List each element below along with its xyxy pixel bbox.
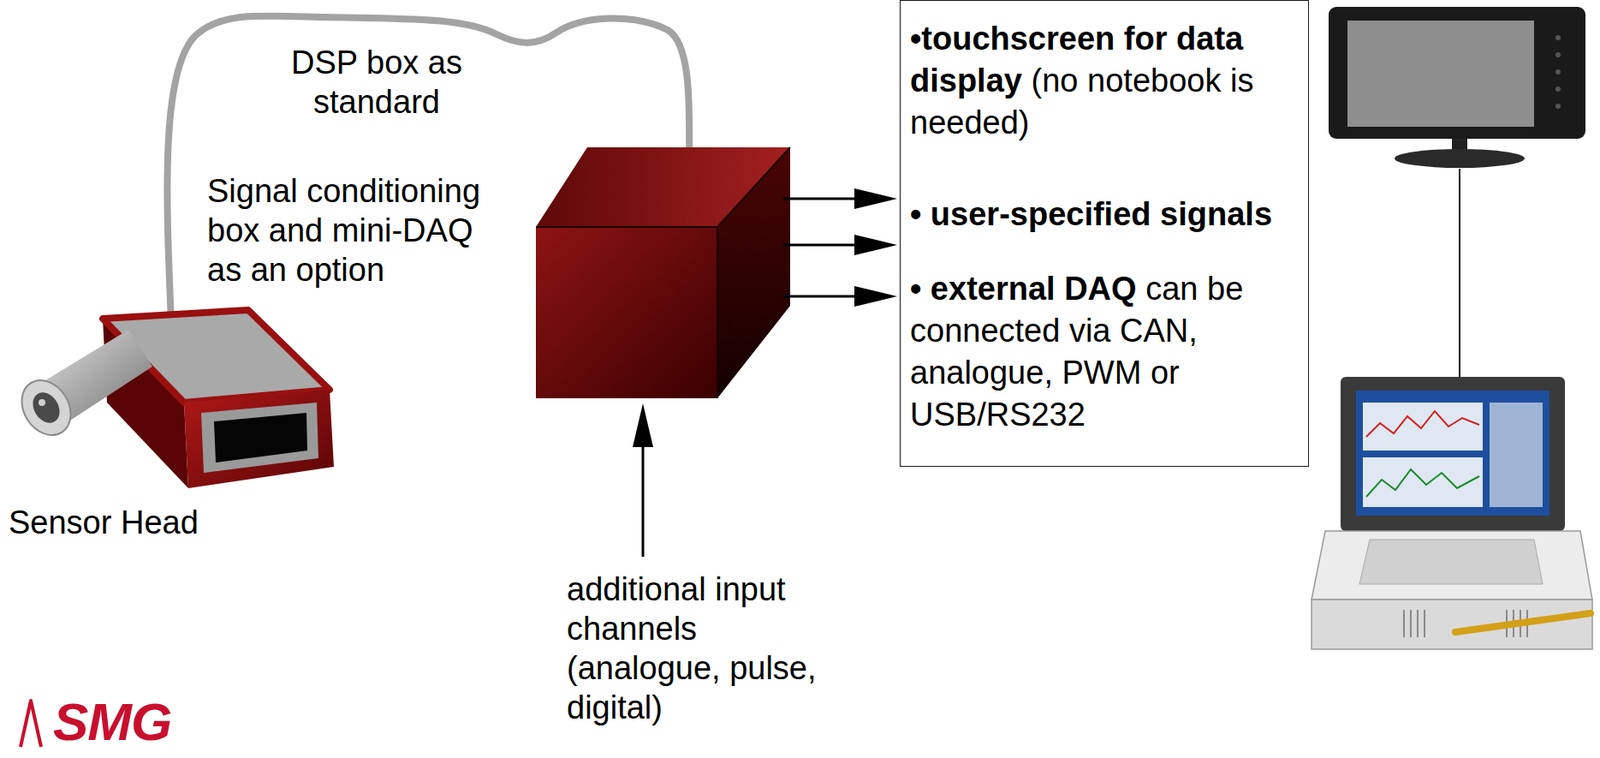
- input-arrow-line: [642, 443, 645, 557]
- arrow-head: [854, 188, 898, 209]
- lens-highlight: [38, 398, 46, 406]
- monitor-button: [1555, 103, 1561, 109]
- notebook-drawing: [1311, 376, 1593, 649]
- dsp-box-side: [717, 147, 791, 399]
- plot-line: [1366, 469, 1480, 497]
- notebook-deck: [1311, 530, 1593, 600]
- logo-mark: [20, 700, 42, 747]
- annotation: additional input channels (analogue, pul…: [566, 569, 824, 727]
- dsp-box: [535, 147, 791, 399]
- notebook-screen: [1356, 390, 1550, 516]
- notebook-front: [1311, 599, 1593, 649]
- touchscreen-drawing: [1328, 6, 1586, 168]
- sensor-window-frame: [201, 402, 319, 473]
- monitor-screen: [1347, 20, 1535, 127]
- dsp-box-edge: [535, 147, 791, 227]
- sensor-head: Sensor Head: [8, 303, 351, 542]
- monitor-button: [1555, 69, 1561, 75]
- bullet-heading: • external DAQ: [910, 270, 1137, 307]
- notebook-lid: [1340, 376, 1565, 531]
- bullet-heading: • user-specified signals: [910, 196, 1273, 232]
- arrow-head: [854, 285, 898, 307]
- arrow-line: [783, 295, 858, 298]
- arrow-head: [854, 234, 898, 256]
- notebook-handle: [1455, 612, 1591, 632]
- sensor-lens-rim: [11, 370, 81, 444]
- input-arrow-head: [632, 403, 654, 447]
- logo-text: SMG: [53, 695, 259, 749]
- sensor-head-drawing: [11, 309, 334, 488]
- bullet-item: • external DAQcan be connected via CAN, …: [910, 267, 1300, 436]
- sensor-window: [214, 412, 308, 463]
- monitor-base: [1394, 148, 1525, 168]
- screen-plot: [1362, 457, 1483, 507]
- monitor-button: [1555, 35, 1561, 41]
- sensor-front: [184, 389, 334, 488]
- screen-panel: [1489, 402, 1543, 507]
- monitor-button: [1555, 86, 1561, 92]
- notebook-keyboard: [1359, 539, 1543, 584]
- dsp-box-front: [535, 226, 718, 399]
- monitor-bezel: [1328, 6, 1586, 139]
- sensor-lens: [27, 386, 66, 428]
- bullet-item: •touchscreen for data display(no noteboo…: [910, 17, 1300, 144]
- node-label: Sensor Head: [8, 502, 351, 542]
- annotation: Signal conditioning box and mini-DAQ as …: [207, 171, 503, 290]
- screen-plot: [1362, 402, 1483, 451]
- arrow-line: [783, 197, 858, 201]
- dsp-box-edge: [716, 226, 719, 399]
- monitor-button: [1555, 52, 1561, 58]
- arrow-line: [783, 243, 858, 247]
- output-arrows: [783, 188, 898, 307]
- annotation: DSP box as standard: [269, 42, 484, 122]
- bullet-box: •touchscreen for data display(no noteboo…: [899, 0, 1309, 467]
- link-line: [1458, 168, 1461, 377]
- plot-line: [1366, 410, 1480, 437]
- bullet-item: • user-specified signals: [910, 193, 1300, 236]
